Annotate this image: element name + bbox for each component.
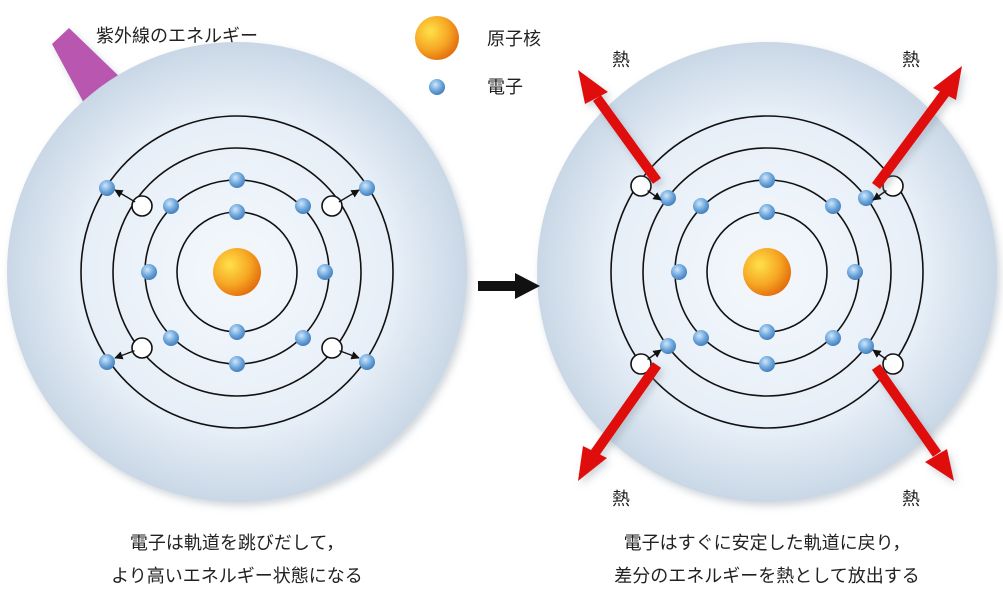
transition-small-arrow [872,190,887,201]
heat-label-bottom-right: 熱 [902,489,920,510]
electron [858,190,874,206]
caption-right-line-1: 電子はすぐに安定した軌道に戻り， [624,533,911,554]
heat-arrows [578,66,962,481]
orbit-3 [642,147,892,397]
electron [229,356,245,372]
transition-small-arrow [647,190,662,201]
electron [825,330,841,346]
electron [163,330,179,346]
orbit-4 [80,115,394,429]
electron [660,338,676,354]
legend-electron-icon [429,79,445,95]
electron [317,264,333,280]
electron [847,264,863,280]
electron [229,324,245,340]
transition-small-arrow [338,189,360,203]
electron [858,338,874,354]
electron [359,354,375,370]
caption-left-line-2: より高いエネルギー状態になる [111,566,363,587]
heat-arrow-bottom-left [578,362,662,481]
legend-nucleus-label: 原子核 [487,29,541,50]
electron [295,198,311,214]
transition-small-arrow [114,189,136,203]
electron [99,354,115,370]
atom-left [7,42,467,502]
electron [141,264,157,280]
electron-vacancy [630,353,652,375]
electron [759,204,775,220]
electron [295,330,311,346]
electron [759,172,775,188]
legend-electron-label: 電子 [487,77,523,98]
nucleus [743,248,791,296]
nucleus [213,248,261,296]
transition-small-arrow [339,350,360,360]
transition-arrow [478,273,540,299]
heat-label-top-right: 熱 [902,50,920,71]
electron [359,180,375,196]
electron [229,172,245,188]
atom-right [537,42,997,502]
heat-arrow-top-right [871,66,962,189]
legend: 原子核 電子 [415,16,541,98]
electron-vacancy [321,337,343,359]
electron [825,198,841,214]
legend-nucleus-icon [415,16,459,60]
heat-label-top-left: 熱 [612,50,630,71]
transition-small-arrow [647,349,662,360]
heat-label-bottom-left: 熱 [612,489,630,510]
uv-energy-label: 紫外線のエネルギー [96,26,258,47]
caption-left-line-1: 電子は軌道を跳びだして， [130,533,344,554]
caption-right-line-2: 差分のエネルギーを熱として放出する [614,566,919,587]
electron [660,190,676,206]
electron-vacancy [882,353,904,375]
electron [759,324,775,340]
electron-vacancy [630,175,652,197]
electron-vacancy [882,175,904,197]
electron [759,356,775,372]
electron-vacancy [131,337,153,359]
electron-vacancy [131,195,153,217]
electron [671,264,687,280]
transition-small-arrow [872,349,887,360]
electron [693,330,709,346]
electron [229,204,245,220]
electron-vacancy [321,195,343,217]
transition-small-arrow [114,350,135,360]
orbit-3 [112,147,362,397]
heat-arrow-top-left [578,70,662,184]
heat-arrow-bottom-right [871,364,954,481]
electron [163,198,179,214]
electron [693,198,709,214]
orbit-4 [610,115,924,429]
electron [99,180,115,196]
